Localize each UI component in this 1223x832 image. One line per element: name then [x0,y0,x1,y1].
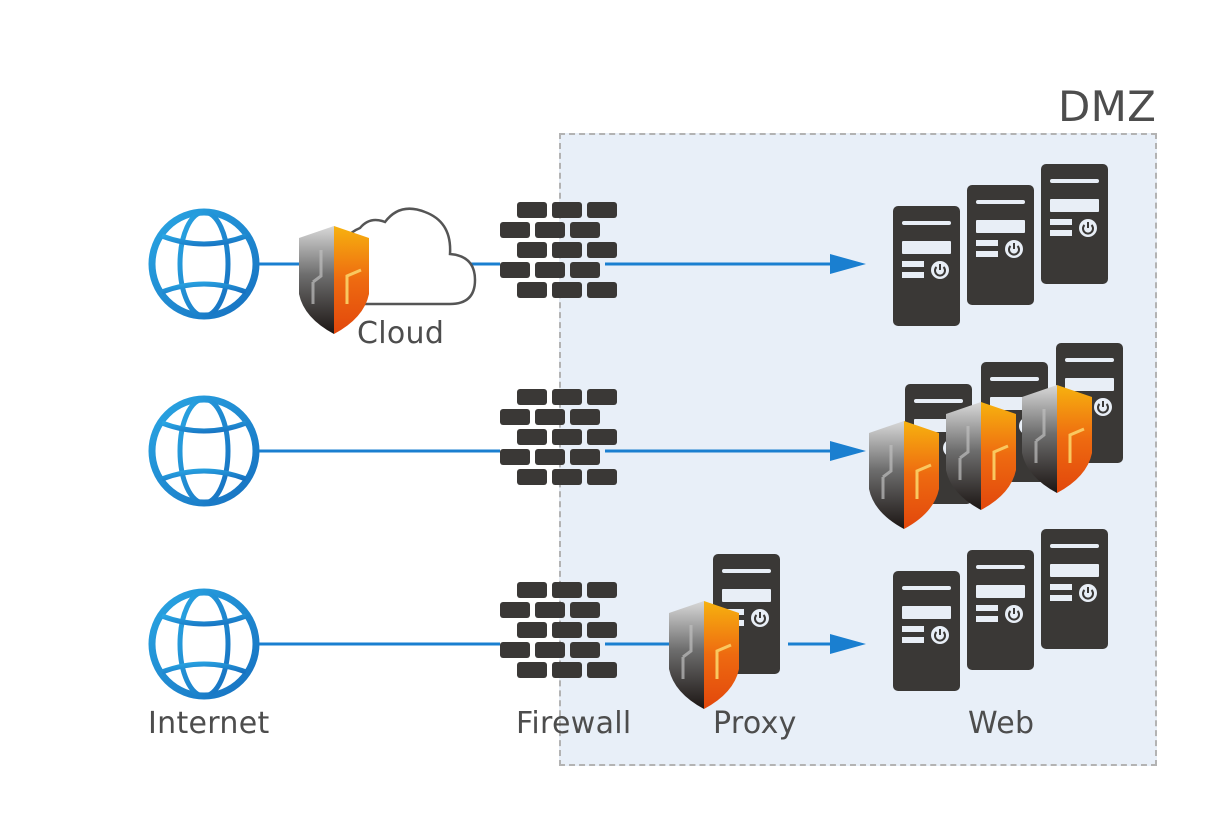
web-label: Web [968,706,1035,741]
arrow-row1 [830,254,866,274]
internet-globe-icon-1 [152,212,256,316]
firewall-label: Firewall [516,706,632,741]
web-server-icon-3c [892,570,961,692]
proxy-shield-icon [667,599,741,711]
web-server-icon-1a [1040,163,1109,285]
web-server-icon-3a [1040,528,1109,650]
links [258,254,866,654]
dmz-label: DMZ [1058,82,1157,131]
firewall-icon-2 [500,389,617,485]
internet-label: Internet [148,706,270,741]
server-shield-icon-c [867,419,941,531]
arrow-row2 [830,441,866,461]
cloud-label: Cloud [357,316,445,351]
internet-globe-icon-2 [152,399,256,503]
proxy-label: Proxy [713,706,797,741]
web-server-icon-1c [892,205,961,327]
web-server-icon-1b [966,184,1035,306]
firewall-icon-3 [500,582,617,678]
internet-globe-icon-3 [152,592,256,696]
web-server-icon-3b [966,549,1035,671]
firewall-icon-1 [500,202,617,298]
arrow-row3 [830,634,866,654]
